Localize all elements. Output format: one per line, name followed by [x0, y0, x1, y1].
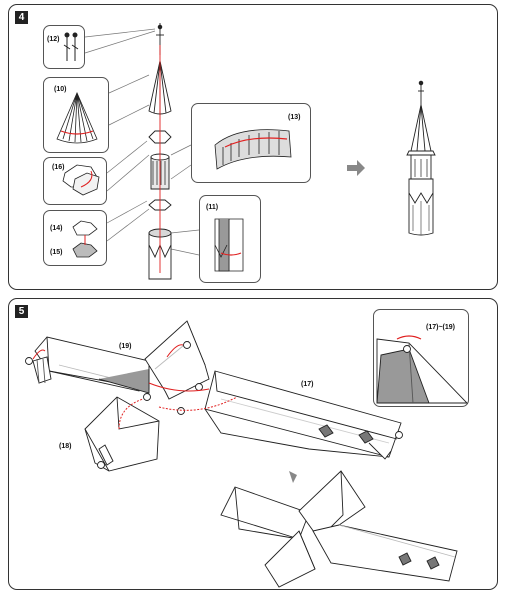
step-4-number: 4 [15, 11, 28, 24]
part-19-label: (19) [119, 343, 132, 350]
part-17-body-icon [148, 370, 403, 460]
exploded-spire-stack [148, 23, 172, 280]
part-11-label: (11) [206, 204, 219, 211]
part-14-label: (14) [50, 225, 63, 232]
step-4-illustration [56, 23, 436, 280]
part-12-label: (12) [47, 36, 60, 43]
part-10-label: (10) [54, 86, 67, 93]
part-19-wing-icon [25, 336, 150, 394]
callout-part-12: (12) [43, 25, 85, 69]
callout-parts-14-15: (14) (15) [43, 210, 107, 266]
assembled-cross-roof-icon [220, 470, 458, 588]
step-5-number: 5 [15, 305, 28, 318]
part-14-15-icon [72, 220, 98, 258]
part-18-wing-icon [84, 393, 160, 472]
part-11-drum-icon [214, 218, 244, 272]
step-4-panel: 4 (12) (10) (16) (14) (15) (13) (11) [8, 4, 498, 290]
part-10-cone-icon [56, 91, 98, 144]
part-16-octagons-icon [62, 164, 100, 196]
callout-part-13: (13) [191, 103, 311, 183]
part-13-label: (13) [288, 114, 301, 121]
gray-down-arrow-icon [289, 471, 297, 483]
part-17-label: (17) [301, 381, 314, 388]
part-15-label: (15) [50, 249, 63, 256]
gable-end-icon [144, 320, 210, 400]
part-13-arches-icon [214, 129, 292, 170]
callout-detail-icon [376, 335, 469, 404]
step-5-panel: 5 (17)~(19) (19) (18) (17) [8, 298, 498, 590]
assembled-spire-icon [406, 80, 436, 236]
part-12-pins-icon [63, 32, 79, 61]
part-16-label: (16) [52, 164, 65, 171]
part-18-label: (18) [59, 443, 72, 450]
step-5-illustration [25, 320, 469, 588]
gray-right-arrow-icon [347, 160, 365, 176]
parts-17-19-label: (17)~(19) [426, 324, 455, 331]
